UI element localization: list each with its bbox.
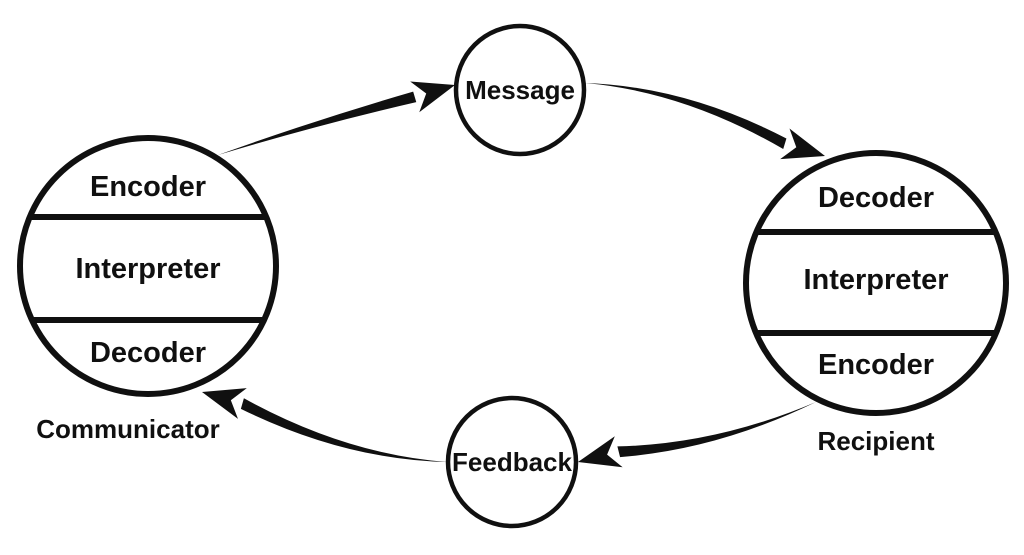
arrow-feedback-to-communicator [202, 388, 447, 462]
feedback-node: Feedback [445, 395, 579, 529]
recipient-section-encoder: Encoder [818, 349, 934, 381]
communicator-section-encoder: Encoder [90, 171, 206, 203]
recipient-label: Recipient [817, 426, 934, 456]
arrow-communicator-to-message [218, 81, 455, 155]
arrow-message-to-recipient [585, 83, 825, 160]
communicator-circle [17, 135, 279, 397]
communicator-section-interpreter: Interpreter [75, 253, 220, 285]
feedback-circle [445, 395, 579, 529]
message-node: Message [453, 23, 587, 157]
recipient-circle [743, 150, 1009, 416]
recipient-section-interpreter: Interpreter [803, 264, 948, 296]
message-label: Message [465, 75, 575, 105]
communicator-section-decoder: Decoder [90, 337, 206, 369]
recipient-node: Decoder Interpreter Encoder Recipient [743, 150, 1009, 456]
feedback-label: Feedback [452, 447, 572, 477]
message-circle [453, 23, 587, 157]
recipient-section-decoder: Decoder [818, 182, 934, 214]
communicator-node: Encoder Interpreter Decoder Communicator [17, 135, 279, 444]
arrows-layer [202, 81, 825, 468]
arrow-recipient-to-feedback [578, 402, 816, 468]
communicator-label: Communicator [36, 414, 219, 444]
